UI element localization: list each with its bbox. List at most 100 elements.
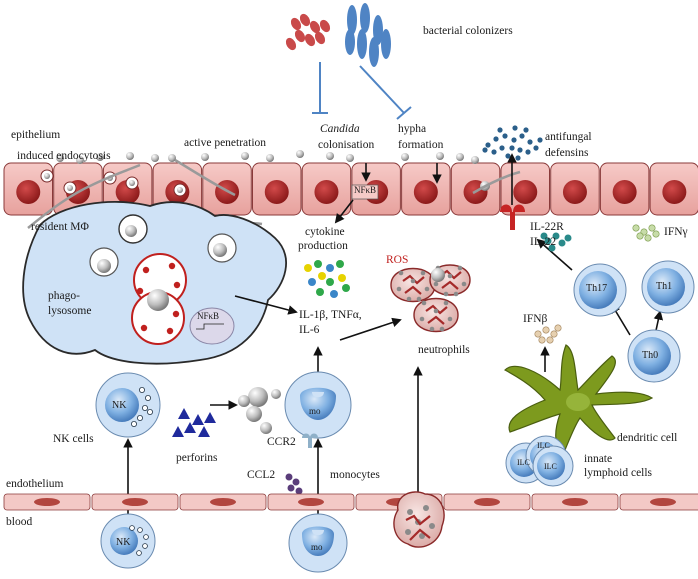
label-colonisation: colonisation — [318, 139, 375, 151]
ccl2-dots — [285, 473, 303, 495]
yeast-cell — [456, 153, 464, 161]
label-ccr2: CCR2 — [267, 436, 296, 448]
monocyte-blood — [288, 513, 348, 573]
ifng-dot — [636, 232, 644, 240]
il22-dot — [540, 232, 548, 240]
endothelial-nucleus — [34, 498, 60, 506]
cytokine-dots — [304, 260, 350, 298]
cytokine-dot — [330, 290, 338, 298]
endothelial-nucleus — [562, 498, 588, 506]
il22-dot — [558, 239, 566, 247]
engulfed-yeast — [431, 268, 445, 282]
ros-granule — [453, 291, 459, 297]
label-nk-tissue: NK — [112, 400, 127, 411]
label-ifng: IFNγ — [664, 226, 688, 238]
yeast-cell — [96, 153, 104, 161]
ros-granule — [406, 296, 412, 302]
ifng-dots — [632, 224, 660, 242]
defensin-dot — [519, 133, 525, 139]
neutrophil-cell — [390, 267, 436, 303]
label-innate-2: lymphoid cells — [584, 467, 653, 479]
cytokine-dot — [336, 260, 344, 268]
label-ifnb: IFNβ — [523, 313, 548, 325]
neutrophil-cell — [413, 297, 459, 333]
il22-dot — [544, 237, 552, 245]
ros-granule — [433, 308, 439, 314]
cytokine-dot — [338, 274, 346, 282]
hypha-mid — [174, 158, 236, 197]
endothelial-nucleus — [122, 498, 148, 506]
label-mo-tissue: mo — [309, 406, 321, 416]
defensin-dot — [512, 125, 518, 131]
hypha-right — [472, 170, 521, 195]
ros-granule — [398, 270, 404, 276]
nk-granule — [146, 408, 153, 415]
th17-cell — [573, 263, 627, 317]
epithelial-nucleus — [264, 180, 289, 204]
defensin-dot — [533, 145, 539, 151]
label-monocytes: monocytes — [330, 469, 380, 481]
label-endothelium: endothelium — [6, 478, 64, 490]
arrow-nfkb-cytokine — [334, 199, 354, 224]
endothelial-nucleus — [650, 498, 676, 506]
epithelial-nucleus — [513, 180, 538, 204]
label-dendritic-cell: dendritic cell — [617, 432, 678, 444]
epithelial-nfkb-box — [351, 184, 379, 200]
defensin-dot — [505, 153, 511, 159]
defensin-dot — [527, 139, 533, 145]
cytokine-dot — [326, 264, 334, 272]
blue-bacteria-cluster — [345, 3, 391, 67]
yeast-in-vacuole — [44, 173, 50, 179]
label-ilc-3: ILC — [544, 462, 557, 471]
ros-granule — [447, 316, 453, 322]
defensin-dot — [509, 145, 515, 151]
epithelial-nucleus — [413, 180, 438, 204]
defensin-dot — [485, 142, 491, 148]
yeast-cell — [296, 150, 304, 158]
ros-granule — [443, 300, 449, 306]
cytokine-dot — [342, 284, 350, 292]
perforin — [178, 408, 190, 419]
label-induced-endocytosis: induced endocytosis — [17, 150, 111, 162]
epithelial-nucleus — [16, 180, 41, 204]
cytokine-dot — [314, 260, 322, 268]
label-hypha: hypha — [398, 123, 427, 135]
cytokine-dot — [308, 278, 316, 286]
defensin-dot — [502, 133, 508, 139]
ifng-dot — [632, 224, 640, 232]
yeast-in-vacuole — [67, 185, 73, 191]
inhibition-line-blue — [359, 65, 405, 114]
perforin — [204, 412, 216, 423]
label-active-penetration: active penetration — [184, 137, 267, 149]
yeast-cell — [201, 153, 209, 161]
yeast-in-vacuole — [177, 187, 183, 193]
ros-granule — [420, 270, 426, 276]
cytokine-dot — [326, 278, 334, 286]
th0-cell — [627, 329, 681, 383]
ifnb-dot — [550, 330, 558, 338]
ifng-dot — [648, 224, 656, 232]
label-formation: formation — [398, 139, 444, 151]
ifnb-dot — [542, 326, 550, 334]
label-blood: blood — [6, 516, 33, 528]
yeast-cell — [151, 154, 159, 162]
ros-granule — [457, 265, 463, 271]
label-ilc-1: ILC — [517, 458, 530, 467]
endothelium-layer — [3, 493, 698, 511]
label-th1: Th1 — [656, 281, 673, 292]
endothelial-nucleus — [474, 498, 500, 506]
ros-granule — [424, 286, 430, 292]
il22-dot — [552, 232, 560, 240]
il22-dot — [548, 244, 556, 252]
endothelial-nucleus — [298, 498, 324, 506]
nk-granule — [143, 534, 149, 540]
label-cytokine-2: production — [298, 240, 348, 252]
epithelial-nucleus — [314, 180, 339, 204]
yeast-on-epithelium — [56, 150, 490, 191]
label-phagolysosome-2: lysosome — [48, 305, 92, 317]
ros-granule — [421, 300, 427, 306]
yeast-cell — [266, 154, 274, 162]
defensin-dot — [493, 136, 499, 142]
nk-granules — [129, 386, 153, 556]
